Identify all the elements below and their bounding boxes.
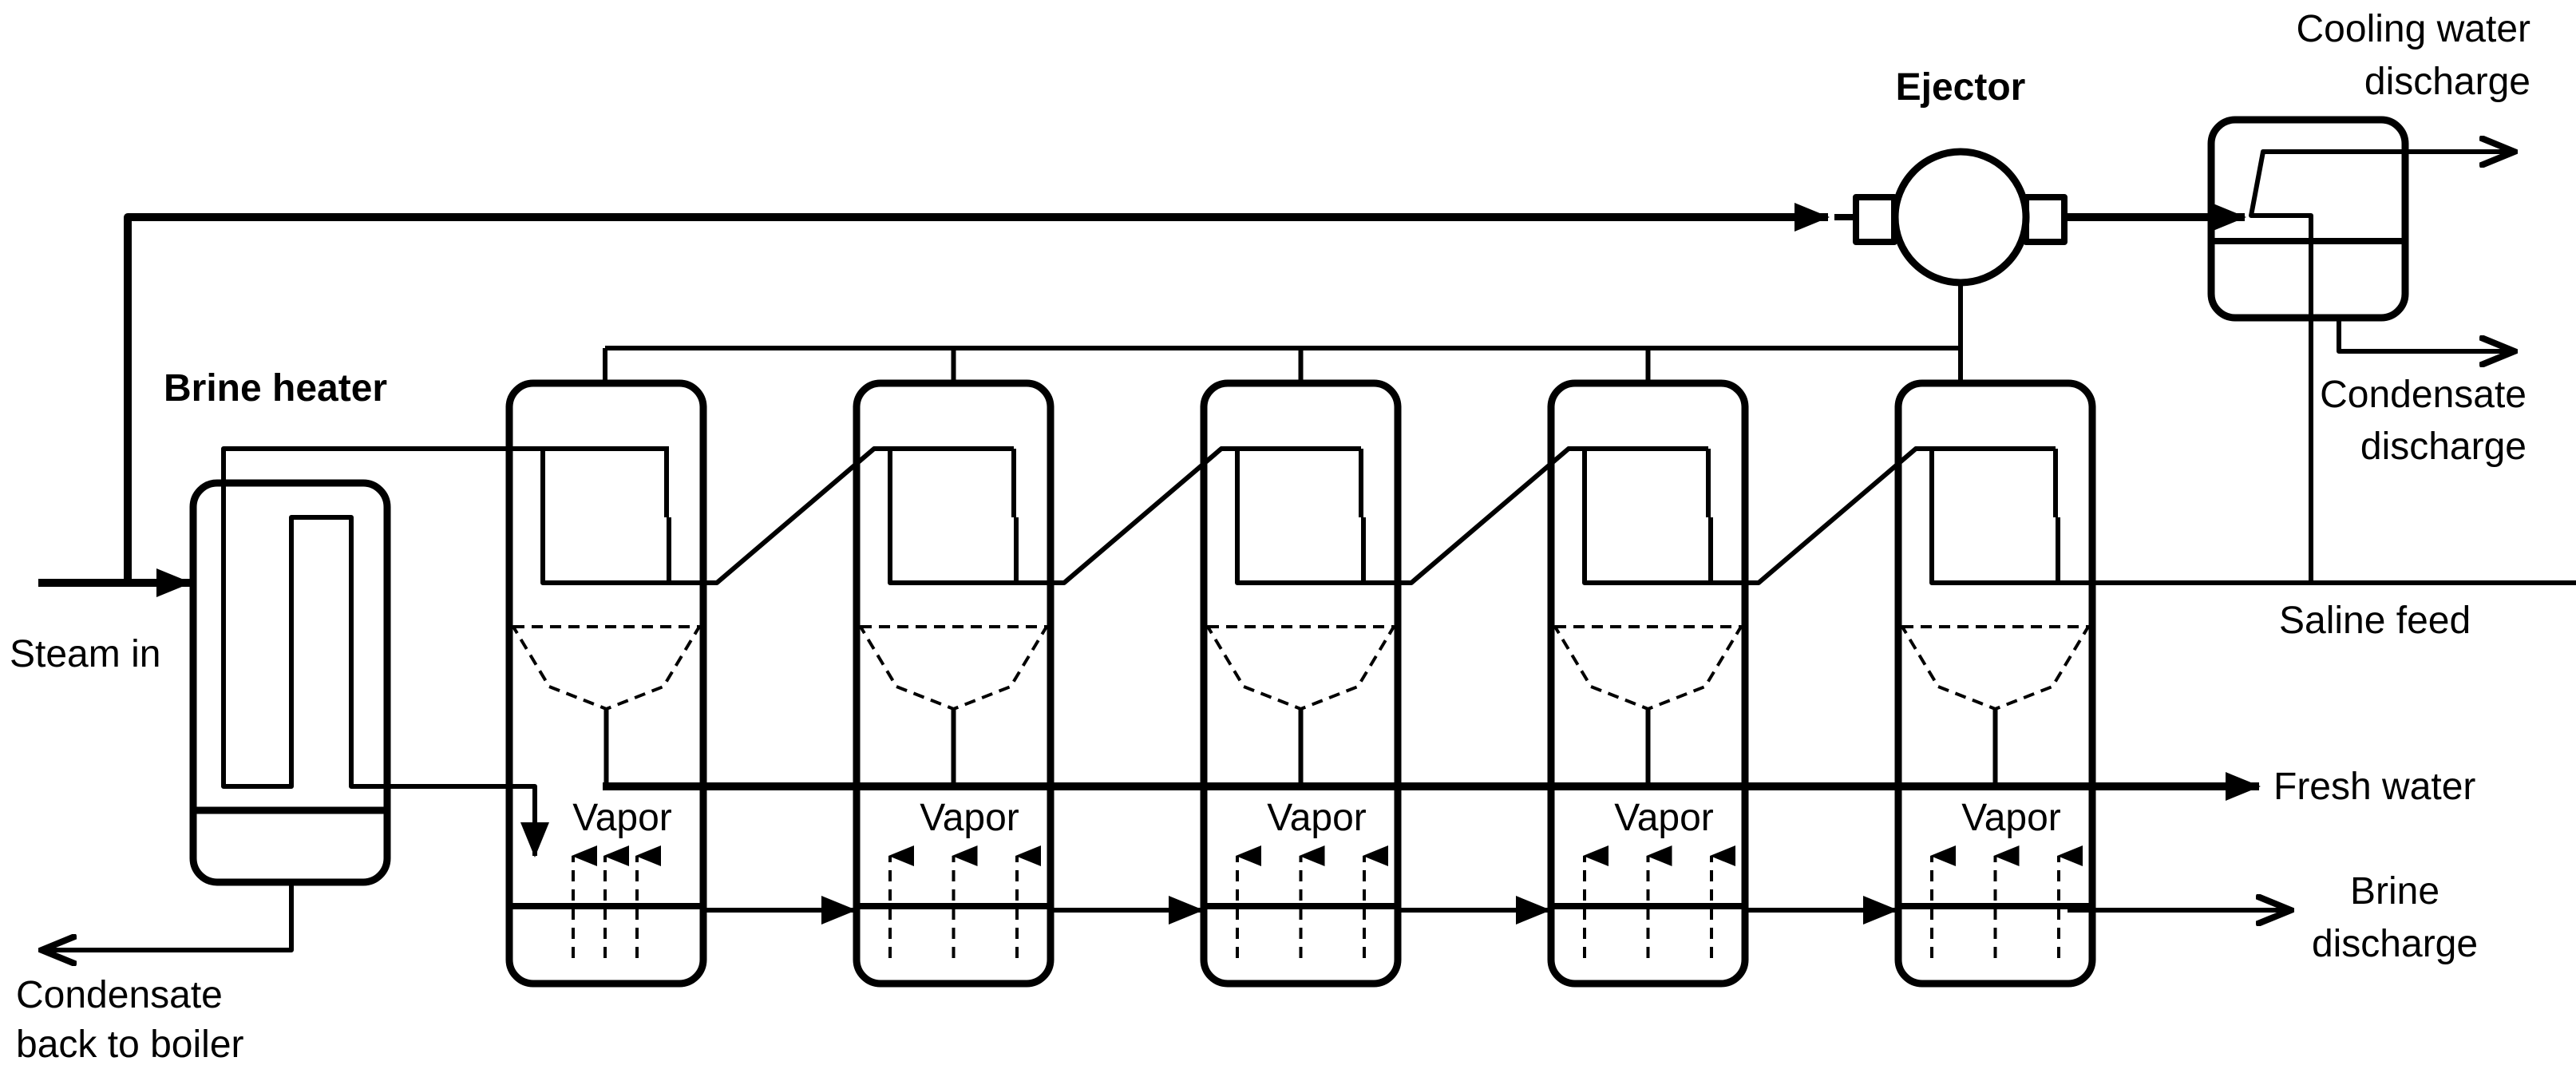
flash-stages: Vapor Vapor Vapor Vapor Vapor bbox=[221, 348, 2096, 988]
condensate-back-line bbox=[42, 882, 294, 950]
fresh-water-label: Fresh water bbox=[2273, 766, 2475, 808]
stage-condenser-tube bbox=[540, 446, 671, 585]
ejector-body bbox=[1891, 148, 2030, 287]
cooling-water-discharge-label-2: discharge bbox=[2364, 61, 2530, 103]
stage-vapor-label: Vapor bbox=[572, 797, 672, 839]
stage-5: Vapor bbox=[1894, 379, 2096, 988]
tube-interconnect bbox=[669, 446, 890, 585]
tube-interconnect bbox=[1016, 446, 1237, 585]
condensate-discharge-label-1: Condensate bbox=[2320, 374, 2527, 416]
stage-4: Vapor bbox=[1547, 348, 1898, 988]
stage-distillate-tray bbox=[859, 625, 1048, 711]
stage-distillate-tray bbox=[512, 625, 701, 711]
tube-interconnect bbox=[1363, 446, 1585, 585]
ejector-label: Ejector bbox=[1896, 66, 2026, 109]
saline-feed-label: Saline feed bbox=[2279, 600, 2471, 642]
condensate-discharge-line bbox=[2337, 318, 2515, 351]
condenser-vessel bbox=[2207, 116, 2409, 322]
brine-discharge-label-2: discharge bbox=[2312, 923, 2478, 965]
stage-3: Vapor bbox=[1200, 348, 1551, 988]
stage-condenser-tube bbox=[888, 446, 1019, 585]
stage-distillate-tray bbox=[1553, 625, 1743, 711]
steam-in-label: Steam in bbox=[10, 633, 160, 675]
stage-vapor-label: Vapor bbox=[920, 797, 1019, 839]
condensate-back-label-1: Condensate bbox=[16, 974, 223, 1016]
brine-to-heater-line bbox=[221, 446, 669, 451]
stage-vapor-label: Vapor bbox=[1961, 797, 2061, 839]
stage-condenser-tube bbox=[1582, 446, 1713, 585]
stage-distillate-tray bbox=[1901, 625, 2090, 711]
stage-vapor-label: Vapor bbox=[1267, 797, 1367, 839]
condensate-back-label-2: back to boiler bbox=[16, 1024, 244, 1066]
cooling-water-discharge-label-1: Cooling water bbox=[2297, 8, 2531, 50]
tube-interconnect bbox=[1711, 446, 1932, 585]
stage-condenser-tube bbox=[1929, 446, 2060, 585]
stage-condenser-tube bbox=[1235, 446, 1366, 585]
brine-heater-label: Brine heater bbox=[164, 367, 387, 410]
stage-vessel bbox=[1894, 379, 2096, 988]
steam-line-to-ejector bbox=[124, 203, 1830, 583]
stage-1: Vapor bbox=[505, 348, 857, 988]
condensate-discharge-label-2: discharge bbox=[2360, 426, 2527, 468]
ejector-nozzle-left bbox=[1853, 194, 1897, 245]
stage-distillate-tray bbox=[1206, 625, 1395, 711]
stage-2: Vapor bbox=[853, 348, 1204, 988]
condenser-coil bbox=[2249, 152, 2515, 583]
stage-vapor-label: Vapor bbox=[1614, 797, 1714, 839]
ejector-nozzle-right bbox=[2023, 194, 2068, 245]
brine-discharge-label-1: Brine bbox=[2350, 870, 2439, 913]
brine-heater-tube bbox=[221, 451, 549, 857]
